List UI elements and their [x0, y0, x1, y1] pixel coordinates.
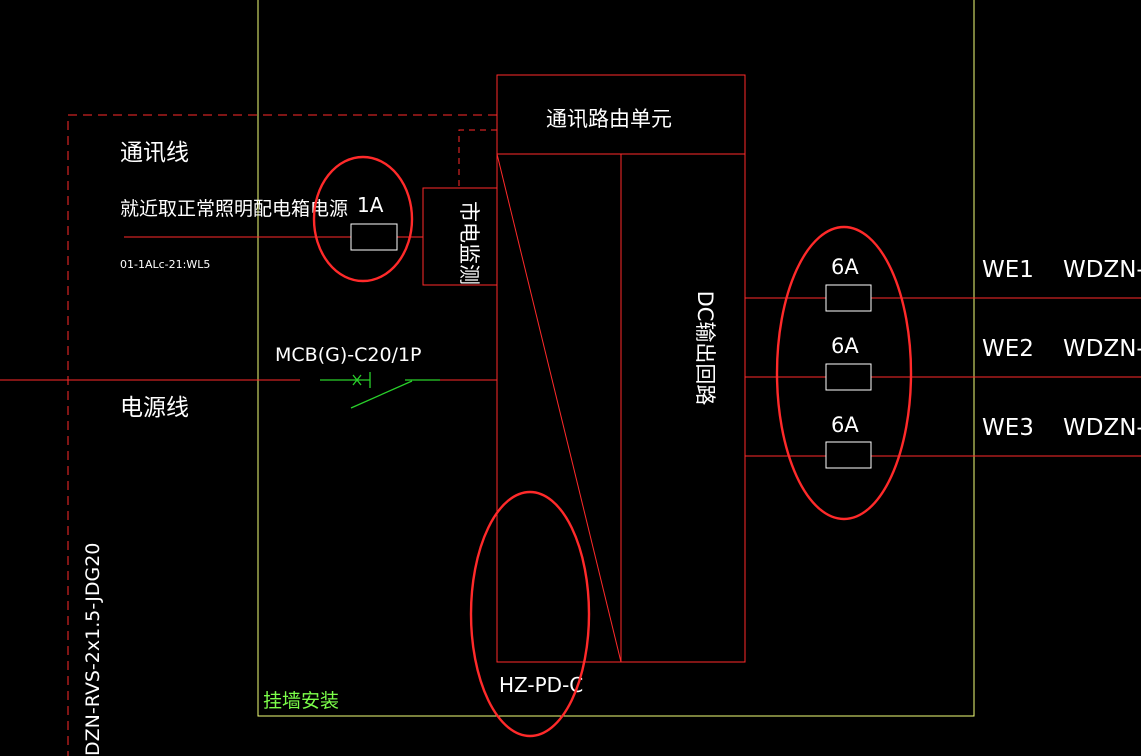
mains-monitor-label: 市电监测	[457, 201, 481, 285]
mcb-spec: MCB(G)-C20/1P	[275, 344, 422, 366]
output-fuse-rating: 6A	[831, 413, 859, 437]
mcb-cross-b	[352, 374, 362, 386]
model-label: HZ-PD-C	[499, 673, 583, 697]
cable-spec-vertical: DZN-RVS-2x1.5-JDG20	[82, 543, 104, 756]
output-cable-type: WDZN-	[1063, 257, 1141, 283]
comm-router-label: 通讯路由单元	[546, 107, 672, 131]
mcb-blade	[350, 380, 413, 409]
output-cable-type: WDZN-	[1063, 415, 1141, 441]
output-fuse-rating: 6A	[831, 334, 859, 358]
power-line-label: 电源线	[120, 395, 189, 421]
output-cable-type: WDZN-	[1063, 336, 1141, 362]
dc-output-label: DC输出回路	[693, 291, 717, 406]
wall-mount-label: 挂墙安装	[263, 690, 339, 712]
output-circuit-3: 6A WE3 WDZN-	[745, 413, 1141, 469]
circuit-ref: 01-1ALc-21:WL5	[120, 258, 210, 271]
comm-line-label: 通讯线	[120, 140, 189, 166]
output-circuit-id: WE1	[982, 257, 1034, 283]
highlight-output-fuses	[775, 225, 913, 521]
comm-line-dashed	[67, 114, 497, 756]
highlight-model	[469, 490, 591, 738]
power-source-note: 就近取正常照明配电箱电源	[120, 198, 348, 220]
controller-diagonal	[496, 153, 622, 663]
output-circuit-id: WE3	[982, 415, 1034, 441]
output-circuit-id: WE2	[982, 336, 1034, 362]
input-fuse-rating: 1A	[357, 193, 384, 217]
highlight-input-fuse	[312, 155, 414, 283]
output-circuit-1: 6A WE1 WDZN-	[745, 255, 1141, 312]
output-fuse-rating: 6A	[831, 255, 859, 279]
output-circuit-2: 6A WE2 WDZN-	[745, 334, 1141, 391]
comm-branch-dashed	[458, 129, 497, 188]
enclosure-outline	[257, 0, 975, 717]
